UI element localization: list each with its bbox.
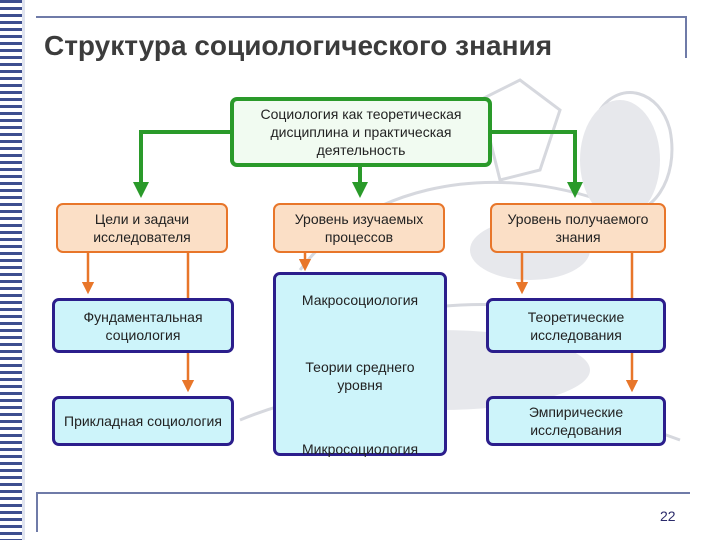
frame-right-line — [685, 16, 687, 58]
root-to-left-arrow — [133, 130, 230, 198]
header-process-level: Уровень изучаемых процессов — [273, 203, 445, 253]
root-to-right-arrow — [490, 130, 583, 198]
frame-left-line — [36, 492, 38, 532]
item-theoretical-research: Теоретические исследования — [486, 298, 666, 353]
page-number: 22 — [660, 508, 676, 524]
header-goals: Цели и задачи исследователя — [56, 203, 228, 253]
frame-top-line — [36, 16, 686, 18]
binding-strip — [0, 0, 22, 540]
slide-title: Структура социологического знания — [44, 30, 553, 61]
item-microsociology: Микросоциология — [301, 441, 419, 457]
header-knowledge-level: Уровень получаемого знания — [490, 203, 666, 253]
binding-shadow — [22, 0, 25, 540]
item-empirical-research: Эмпирические исследования — [486, 396, 666, 446]
item-middle-range-theories: Теории среднего уровня — [305, 359, 415, 393]
root-node: Социология как теоретическая дисциплина … — [230, 97, 492, 167]
item-applied-sociology: Прикладная социология — [52, 396, 234, 446]
frame-bottom-line — [36, 492, 690, 494]
item-fundamental-sociology: Фундаментальная социология — [52, 298, 234, 353]
item-macrosociology: Макросоциология — [273, 272, 447, 456]
